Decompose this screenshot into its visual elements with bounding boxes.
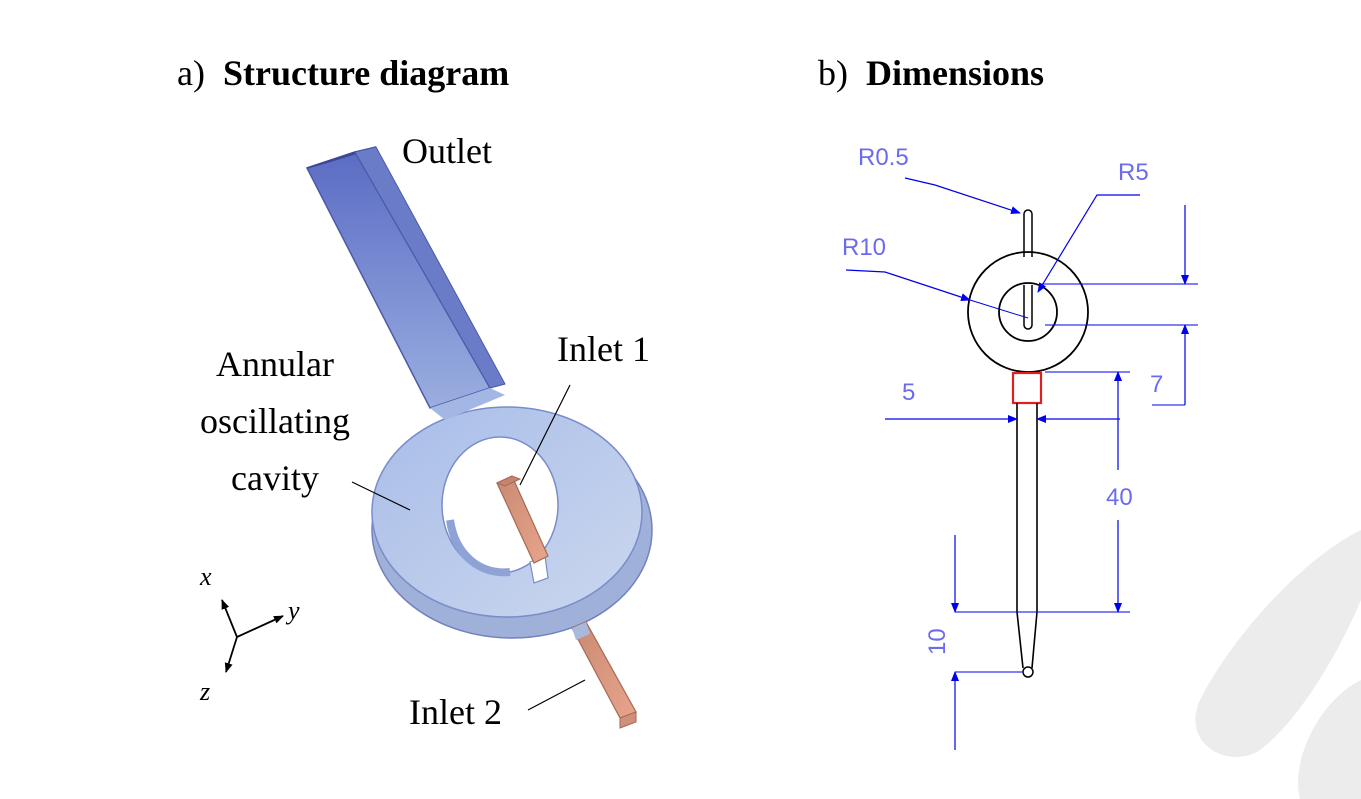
- outlet-channel: [305, 146, 506, 409]
- cavity-label-line1: Annular: [216, 344, 334, 384]
- inlet-long-channel: [1016, 403, 1038, 678]
- outlet-thin-channel: [1023, 209, 1033, 257]
- dim-r10-text: R10: [842, 234, 886, 261]
- panel-a-title: Structure diagram: [222, 53, 510, 93]
- dim-r05: [904, 177, 1021, 214]
- dim-r5: [1037, 194, 1140, 293]
- inlet2-label: Inlet 2: [409, 692, 502, 732]
- panel-a-letter: a): [177, 53, 205, 93]
- panel-b-heading: b) Dimensions: [818, 52, 1044, 94]
- inner-slot: [1023, 285, 1033, 330]
- outer-circle: [967, 251, 1089, 373]
- dim-r5-text: R5: [1118, 159, 1149, 186]
- dimension-drawing: R0.5 R5 R10 5 7 40 10: [842, 144, 1198, 750]
- inlet-junction-highlight: [1011, 371, 1043, 405]
- panel-b-title: Dimensions: [866, 53, 1045, 93]
- cavity-label-line2: oscillating: [200, 401, 350, 441]
- inlet1-leader: [519, 384, 571, 486]
- dim-10-text: 10: [924, 628, 951, 655]
- outlet-label: Outlet: [402, 131, 492, 171]
- inlet2-channel: [571, 621, 637, 729]
- axis-z-label: z: [199, 677, 210, 706]
- inlet1-channel: [495, 475, 549, 564]
- dim-10: [951, 535, 1022, 750]
- panel-b-letter: b): [818, 53, 848, 93]
- dim-7-text: 7: [1150, 371, 1163, 398]
- dim-5-text: 5: [902, 379, 915, 406]
- watermark: [1195, 530, 1361, 799]
- panel-a-heading: a) Structure diagram: [177, 52, 509, 94]
- dim-40-text: 40: [1106, 484, 1133, 511]
- cavity-leader: [351, 481, 411, 511]
- axis-x-label: x: [199, 562, 212, 591]
- dim-r05-text: R0.5: [858, 144, 909, 171]
- cavity-label-line3: cavity: [231, 458, 319, 498]
- dim-7: [1040, 205, 1198, 406]
- axis-y-label: y: [285, 596, 300, 625]
- coordinate-axes: x y z: [199, 562, 300, 706]
- inlet2-leader: [527, 679, 586, 711]
- structure-3d-model: [305, 146, 653, 729]
- inlet1-label: Inlet 1: [557, 329, 650, 369]
- dim-r10: [845, 269, 1029, 319]
- dim-40: [955, 371, 1130, 613]
- inner-circle: [998, 282, 1058, 342]
